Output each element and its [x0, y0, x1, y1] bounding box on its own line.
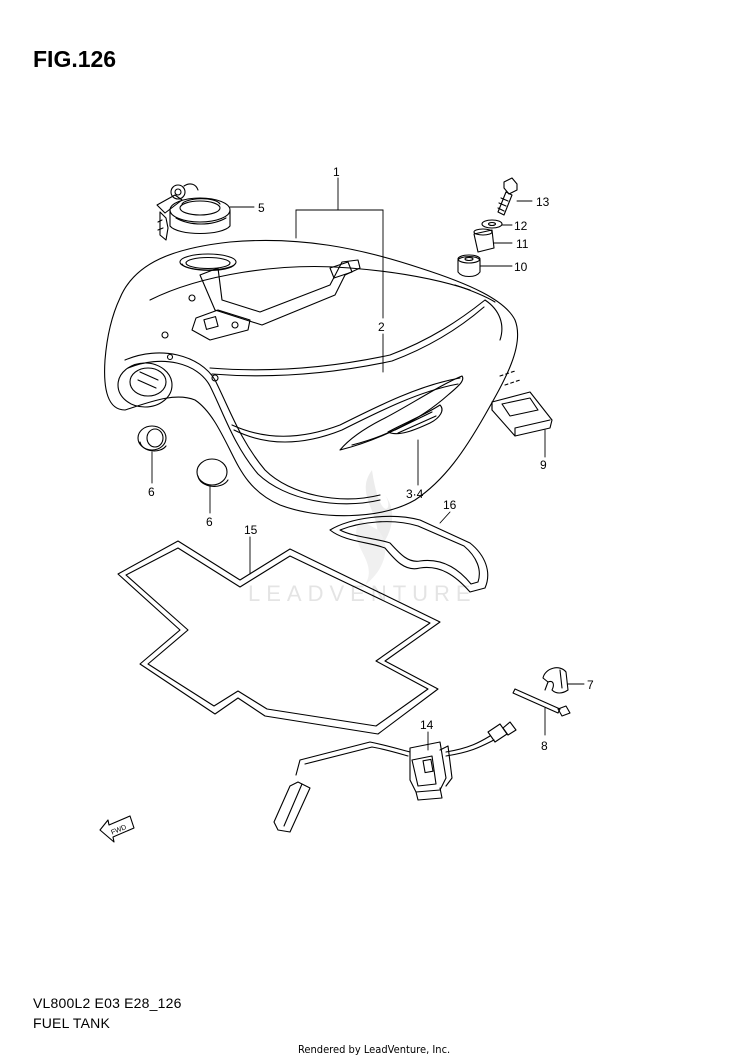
washer-12 — [481, 219, 503, 229]
callout-6-right: 6 — [206, 515, 213, 529]
figure-title: FIG.126 — [33, 46, 117, 72]
pad-16 — [329, 515, 489, 593]
rear-cushion-9 — [491, 370, 553, 437]
callout-12: 12 — [514, 219, 528, 233]
watermark: LEADVENTURE — [248, 470, 477, 606]
fuel-level-gauge-14 — [273, 721, 517, 833]
callout-1: 1 — [333, 165, 340, 179]
callout-8: 8 — [541, 739, 548, 753]
callout-9: 9 — [540, 458, 547, 472]
callout-15: 15 — [244, 523, 258, 537]
clamp-7 — [542, 667, 569, 694]
callout-13: 13 — [536, 195, 550, 209]
callout-14: 14 — [420, 718, 434, 732]
callout-10: 10 — [514, 260, 528, 274]
figure-name: FUEL TANK — [33, 1015, 111, 1031]
callout-16: 16 — [443, 498, 457, 512]
rendered-by-credit: Rendered by LeadVenture, Inc. — [298, 1043, 451, 1056]
leader-lines — [151, 177, 585, 751]
callout-11: 11 — [516, 237, 529, 251]
callout-3-4: 3·4 — [406, 487, 424, 501]
cable-tie-8 — [512, 688, 571, 717]
pad-15 — [117, 540, 441, 735]
grommet-6-right — [196, 458, 229, 487]
fuel-cap — [156, 183, 231, 241]
callout-5: 5 — [258, 201, 265, 215]
grommet-6-left — [137, 425, 167, 452]
fuel-tank-body — [104, 239, 519, 517]
cushion-10 — [457, 254, 481, 278]
bolt-13 — [497, 177, 518, 216]
watermark-text: LEADVENTURE — [248, 581, 477, 606]
callout-6-left: 6 — [148, 485, 155, 499]
collar-11 — [473, 228, 495, 253]
callout-2: 2 — [378, 320, 385, 334]
callout-7: 7 — [587, 678, 594, 692]
model-code: VL800L2 E03 E28_126 — [33, 995, 182, 1011]
fwd-arrow-icon — [99, 815, 135, 843]
